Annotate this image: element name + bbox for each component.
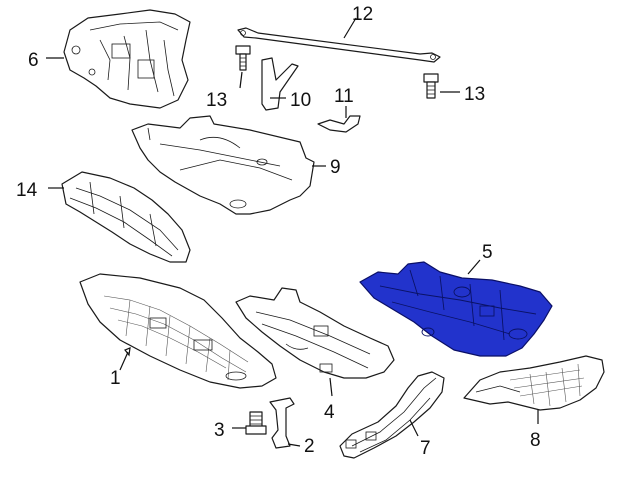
part-7-channel[interactable] xyxy=(339,371,445,459)
part-10-bracket[interactable] xyxy=(261,57,299,111)
callout-1: 1 xyxy=(110,368,121,389)
part-6-shield[interactable] xyxy=(63,9,191,109)
part-13-bolt-right[interactable] xyxy=(423,73,439,99)
callout-7: 7 xyxy=(420,438,431,459)
part-13-bolt-left[interactable] xyxy=(235,45,251,71)
part-11-bracket[interactable] xyxy=(317,115,361,133)
part-4-middle-shield[interactable] xyxy=(235,287,395,379)
part-14-side-shield[interactable] xyxy=(61,171,191,263)
part-2-bracket[interactable] xyxy=(269,397,295,449)
callout-6: 6 xyxy=(28,50,39,71)
callout-2: 2 xyxy=(304,436,315,457)
callout-13-left: 13 xyxy=(206,90,227,111)
callout-12: 12 xyxy=(352,4,373,25)
callout-9: 9 xyxy=(330,157,341,178)
leader-lines xyxy=(46,17,539,447)
part-9-splash-shield[interactable] xyxy=(131,115,315,215)
callout-11: 11 xyxy=(334,86,354,107)
callout-13-right: 13 xyxy=(464,84,485,105)
part-5-rear-shield-highlighted[interactable] xyxy=(359,261,553,357)
part-8-right-shield[interactable] xyxy=(463,355,605,411)
part-3-bolt[interactable] xyxy=(245,411,267,435)
callout-14: 14 xyxy=(16,180,38,201)
part-12-strut[interactable] xyxy=(237,27,441,63)
part-1-underbody-shield[interactable] xyxy=(79,273,277,389)
callout-3: 3 xyxy=(214,420,225,441)
callout-10: 10 xyxy=(290,90,311,111)
callout-5: 5 xyxy=(482,242,493,263)
callout-4: 4 xyxy=(324,402,335,423)
callout-8: 8 xyxy=(530,430,541,451)
